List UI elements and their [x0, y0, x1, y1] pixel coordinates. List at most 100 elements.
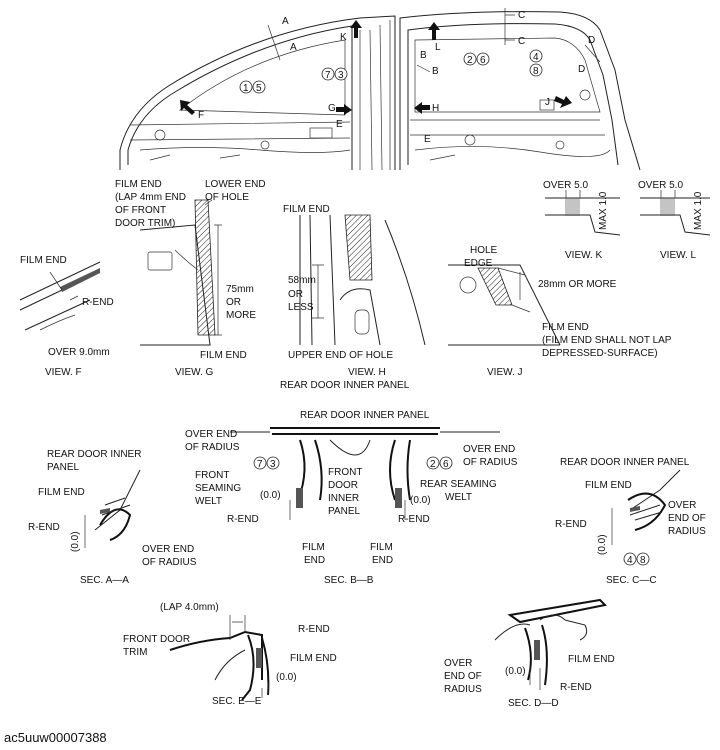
svg-text:FILM: FILM	[302, 542, 325, 553]
sec-e-e-trim: FRONT DOOR TRIM	[123, 634, 190, 658]
sec-e-e-lap: (LAP 4.0mm)	[160, 602, 219, 613]
sec-c-c: REAR DOOR INNER PANEL FILM END R-END (0.…	[555, 457, 706, 586]
svg-text:OF HOLE: OF HOLE	[205, 192, 249, 203]
sec-a-a-over: OVER END OF RADIUS	[142, 544, 197, 568]
svg-text:END: END	[304, 555, 325, 566]
sec-b-b-front-welt: FRONT SEAMING WELT	[195, 470, 241, 507]
svg-text:OF RADIUS: OF RADIUS	[463, 457, 518, 468]
svg-text:RADIUS: RADIUS	[444, 684, 482, 695]
svg-text:(FILM END SHALL NOT LAP: (FILM END SHALL NOT LAP	[542, 335, 672, 346]
sec-d-d-caption: SEC. D—D	[508, 698, 559, 709]
svg-text:WELT: WELT	[195, 496, 222, 507]
sec-b-b: REAR DOOR INNER PANEL OVER END OF RADIUS…	[185, 410, 518, 586]
svg-text:FILM: FILM	[370, 542, 393, 553]
view-k: OVER 5.0 MAX 1.0 VIEW. K	[543, 180, 621, 261]
section-d-marker-top: D	[588, 35, 595, 46]
svg-text:8: 8	[533, 66, 539, 77]
circle-numbers-mid: 7 3	[321, 67, 348, 81]
svg-text:2: 2	[430, 459, 436, 470]
svg-text:LOWER END: LOWER END	[205, 179, 266, 190]
view-h-caption: VIEW. H	[348, 367, 386, 378]
section-a-marker-bottom: A	[290, 42, 297, 53]
svg-text:DOOR: DOOR	[328, 480, 358, 491]
svg-text:OR: OR	[288, 289, 303, 300]
svg-text:OVER END: OVER END	[185, 429, 237, 440]
sec-d-d-zero: (0.0)	[505, 666, 526, 677]
svg-text:1: 1	[243, 83, 249, 94]
svg-text:DEPRESSED-SURFACE): DEPRESSED-SURFACE)	[542, 348, 658, 359]
sec-d-d-film-end: FILM END	[568, 654, 615, 665]
svg-text:EDGE: EDGE	[464, 258, 493, 269]
sec-b-b-panel: REAR DOOR INNER PANEL	[300, 410, 430, 421]
svg-text:DOOR TRIM): DOOR TRIM)	[115, 218, 175, 229]
view-h-film-end: FILM END	[283, 204, 330, 215]
svg-text:RADIUS: RADIUS	[668, 526, 706, 537]
svg-text:TRIM: TRIM	[123, 647, 147, 658]
view-h-dim: 58mm OR LESS	[288, 275, 316, 313]
svg-text:WELT: WELT	[445, 492, 472, 503]
sec-b-b-front-panel: FRONT DOOR INNER PANEL	[328, 467, 362, 517]
svg-text:8: 8	[640, 555, 646, 566]
svg-text:6: 6	[443, 459, 449, 470]
svg-text:FRONT DOOR: FRONT DOOR	[123, 634, 190, 645]
sec-b-b-caption: SEC. B—B	[324, 575, 374, 586]
svg-text:END: END	[372, 555, 393, 566]
svg-text:PANEL: PANEL	[328, 506, 360, 517]
svg-text:MORE: MORE	[226, 310, 256, 321]
view-g-lower-end: LOWER END OF HOLE	[205, 179, 266, 203]
sec-d-d-r-end: R-END	[560, 682, 592, 693]
sec-a-a-r-end: R-END	[28, 522, 60, 533]
sec-c-c-r-end: R-END	[555, 519, 587, 530]
svg-text:FILM END: FILM END	[115, 179, 162, 190]
section-e-marker-left: E	[336, 119, 343, 130]
sec-e-e: (LAP 4.0mm) FRONT DOOR TRIM R-END FILM E…	[123, 602, 337, 707]
svg-text:5: 5	[256, 83, 262, 94]
svg-text:FILM END: FILM END	[542, 322, 589, 333]
sec-c-c-zero: (0.0)	[597, 534, 608, 555]
section-a-marker-top: A	[282, 16, 289, 27]
view-f: FILM END R-END OVER 9.0mm VIEW. F	[19, 255, 114, 378]
view-g-dim: 75mm OR MORE	[226, 284, 256, 321]
section-b-marker-top: B	[420, 50, 427, 61]
view-j-dim: 28mm OR MORE	[538, 279, 617, 290]
sec-c-c-circles: 4 8	[623, 552, 650, 566]
svg-text:SEAMING: SEAMING	[195, 483, 241, 494]
view-h: FILM END 58mm OR LESS UPPER END OF HOLE …	[280, 204, 426, 391]
view-g-film-end-top: FILM END (LAP 4mm END OF FRONT DOOR TRIM…	[115, 179, 186, 229]
view-l-over: OVER 5.0	[638, 180, 683, 191]
svg-text:OF RADIUS: OF RADIUS	[185, 442, 240, 453]
view-f-over: OVER 9.0mm	[48, 347, 110, 358]
view-g-marker: G	[328, 103, 336, 114]
sec-b-b-over-right: OVER END OF RADIUS	[463, 444, 518, 468]
sec-e-e-r-end: R-END	[298, 624, 330, 635]
svg-text:OR: OR	[226, 297, 241, 308]
svg-text:4: 4	[627, 555, 633, 566]
svg-text:HOLE: HOLE	[470, 245, 498, 256]
sec-a-a-film-end: FILM END	[38, 487, 85, 498]
sec-a-a-panel: REAR DOOR INNER PANEL	[47, 449, 141, 473]
svg-text:OF FRONT: OF FRONT	[115, 205, 166, 216]
sec-e-e-zero: (0.0)	[276, 672, 297, 683]
view-l-caption: VIEW. L	[660, 250, 697, 261]
sec-b-b-zero-left: (0.0)	[260, 490, 281, 501]
section-b-marker-bottom: B	[432, 66, 439, 77]
sec-b-b-r-end-right: R-END	[398, 514, 430, 525]
sec-c-c-film-end: FILM END	[585, 480, 632, 491]
svg-text:REAR DOOR INNER: REAR DOOR INNER	[47, 449, 141, 460]
view-g: FILM END (LAP 4mm END OF FRONT DOOR TRIM…	[115, 179, 266, 378]
sec-b-b-film-left: FILM END	[302, 542, 325, 566]
svg-text:END OF: END OF	[444, 671, 482, 682]
sec-a-a-zero: (0.0)	[70, 531, 81, 552]
section-e-marker-right: E	[424, 134, 431, 145]
sec-b-b-r-end-left: R-END	[227, 514, 259, 525]
view-l-marker: L	[435, 42, 441, 53]
view-g-film-end: FILM END	[200, 350, 247, 361]
sec-c-c-panel: REAR DOOR INNER PANEL	[560, 457, 690, 468]
view-h-panel: REAR DOOR INNER PANEL	[280, 380, 410, 391]
svg-text:58mm: 58mm	[288, 275, 316, 286]
svg-text:OF RADIUS: OF RADIUS	[142, 557, 197, 568]
door-overview: A A B B C C D D E E K L F G H J 1 5 7 3	[119, 8, 641, 171]
svg-text:7: 7	[257, 459, 263, 470]
svg-text:LESS: LESS	[288, 302, 314, 313]
